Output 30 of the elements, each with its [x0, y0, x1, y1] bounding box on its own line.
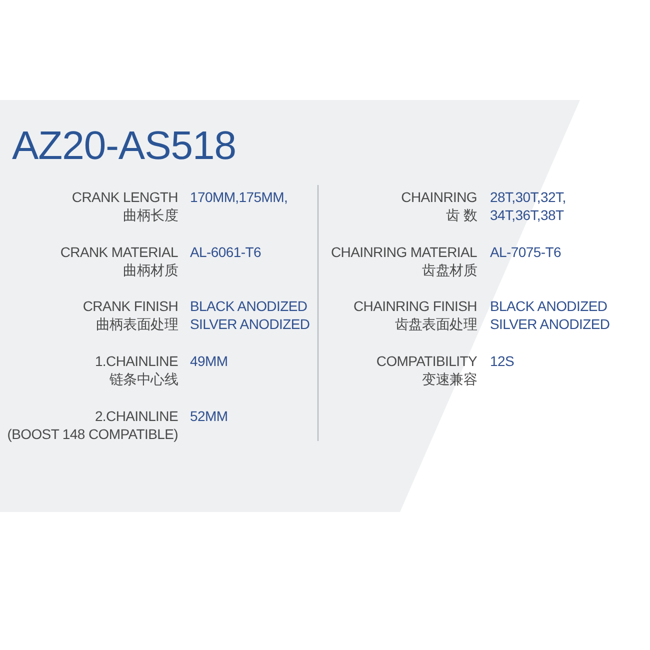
- spec-label: (BOOST 148 COMPATIBLE): [7, 425, 178, 443]
- spec-value: SILVER ANODIZED: [190, 315, 310, 333]
- spec-label: 曲柄材质: [123, 261, 178, 279]
- spec-value: BLACK ANODIZED: [490, 297, 608, 315]
- model-title: AZ20-AS518: [12, 124, 236, 169]
- spec-value: 170MM,175MM,: [190, 188, 288, 206]
- spec-label: 曲柄长度: [123, 206, 178, 224]
- spec-label: 曲柄表面处理: [96, 315, 178, 333]
- spec-value: 12S: [490, 352, 514, 370]
- spec-label: CHAINRING MATERIAL: [330, 243, 477, 261]
- spec-label: 链条中心线: [109, 370, 178, 388]
- spec-label: 1.CHAINLINE: [94, 352, 178, 370]
- spec-label: CHAINRING: [401, 188, 477, 206]
- spec-label: CRANK MATERIAL: [60, 243, 178, 261]
- spec-label: 变速兼容: [422, 370, 477, 388]
- spec-value: 49MM: [190, 352, 228, 370]
- spec-value: AL-7075-T6: [490, 243, 561, 261]
- spec-value: 52MM: [190, 407, 228, 425]
- spec-label: 2.CHAINLINE: [94, 407, 178, 425]
- spec-label: 齿盘表面处理: [394, 315, 477, 333]
- spec-label: CRANK LENGTH: [72, 188, 178, 206]
- spec-label: COMPATIBILITY: [376, 352, 477, 370]
- spec-value: BLACK ANODIZED: [190, 297, 308, 315]
- spec-label: CRANK FINISH: [82, 297, 178, 315]
- spec-value: 28T,30T,32T, 34T,36T,38T: [490, 188, 567, 224]
- spec-label: 齿盘材质: [422, 261, 477, 279]
- spec-value: SILVER ANODIZED: [490, 315, 610, 333]
- spec-label: 齿 数: [446, 206, 477, 224]
- spec-label: CHAINRING FINISH: [353, 297, 477, 315]
- spec-value: AL-6061-T6: [190, 243, 261, 261]
